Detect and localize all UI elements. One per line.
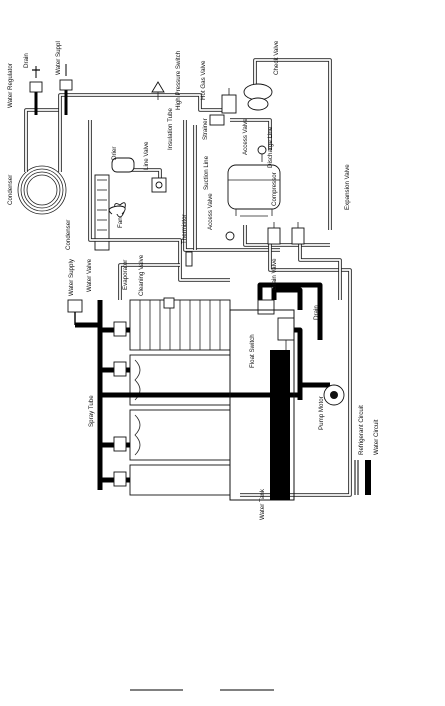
label-float-switch: Float Switch (249, 334, 256, 368)
label-water-supply: Water Supply (68, 258, 75, 296)
water-tank (229, 309, 295, 501)
refrigerant-lines (72, 58, 352, 497)
label-spray-tube: Spray Tube (88, 395, 95, 427)
line-valve (151, 177, 167, 193)
label-line-valve: Line Valve (143, 141, 150, 170)
water-regulator (29, 64, 73, 115)
label-fan: Fan (117, 217, 124, 228)
label-check-valve: Check Valve (273, 40, 280, 75)
float-switch (277, 317, 295, 350)
label-water-supply-top: Water Suppl (55, 41, 62, 75)
label-insulation-tube: Insulation Tube (167, 107, 174, 150)
label-water-tank: Water Tank (259, 488, 266, 520)
hot-gas-valve (221, 88, 237, 114)
evaporator (129, 299, 231, 496)
label-discharge-line: Discharge Line (267, 126, 274, 168)
high-pressure-switch (151, 81, 165, 100)
expansion-valve (267, 222, 305, 245)
legend-water-label: Water Circuit (373, 419, 380, 455)
label-drain-bottom: Drain (313, 305, 320, 320)
access-valve-bottom (225, 231, 235, 241)
label-hot-gas-valve: Hot Gas Valve (200, 60, 207, 100)
label-drain-valve: Drain Valve (271, 258, 278, 290)
label-condenser: Condenser (7, 175, 14, 205)
label-strainer: Strainer (202, 118, 209, 140)
pump-motor (323, 384, 345, 406)
label-expansion-valve: Expansion Valve (344, 164, 351, 210)
label-drain-top: Drain (23, 53, 30, 68)
condenser-coil (17, 93, 72, 215)
label-access-valve-bottom: Access Valve (207, 193, 214, 230)
label-cleaning-valve: Cleaning Valve (138, 254, 145, 296)
label-condenser-side: Condenser (65, 220, 72, 250)
dryer (111, 157, 135, 173)
thermistor (185, 251, 193, 267)
legend-refrigerant-label: Refrigerant Circuit (358, 405, 365, 455)
label-water-valve: Water Valve (86, 258, 93, 292)
label-water-regulator: Water Regulator (7, 63, 14, 108)
label-suction-line: Suction Line (203, 155, 210, 190)
label-evaporator: Evaporator (122, 260, 129, 290)
cleaning-valve (163, 297, 175, 309)
label-dryer: Drier (111, 147, 118, 160)
access-valve-top (257, 145, 267, 162)
drain-pipe (271, 287, 303, 310)
strainer (209, 114, 225, 126)
label-high-pressure-switch: High Pressure Switch (175, 50, 182, 110)
legend: Refrigerant Circuit Water Circuit (354, 405, 380, 495)
label-pump-motor: Pump Motor (318, 396, 325, 430)
label-compressor: Compressor (271, 172, 278, 206)
drain-valve (257, 299, 275, 315)
water-valve (67, 299, 83, 325)
compressor (227, 164, 281, 217)
label-access-valve-top: Access Valve (242, 118, 249, 155)
label-thermistor: Thermistor (181, 214, 188, 244)
spray-tube (113, 321, 127, 487)
fan-icon (108, 202, 126, 218)
check-valve (243, 83, 273, 111)
labels: Water Regulator Drain Water Suppl High P… (7, 40, 351, 520)
